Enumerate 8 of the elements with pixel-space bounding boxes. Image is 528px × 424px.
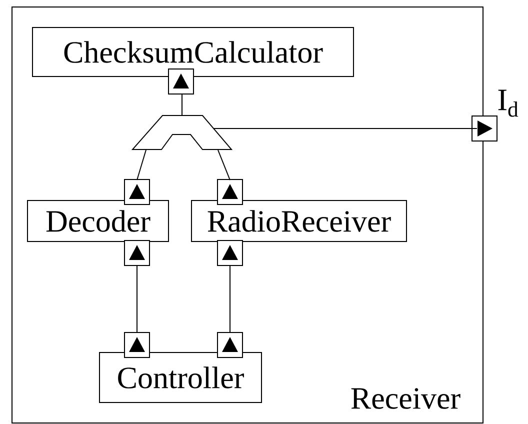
port-connector (124, 240, 150, 334)
port-connector (218, 150, 230, 180)
port-connector (217, 240, 243, 334)
port-connector (214, 120, 492, 136)
port-connector (136, 150, 146, 180)
port-label: I$_{d}$ (498, 90, 518, 117)
port-connector (168, 68, 194, 116)
block-label: Receiver (351, 388, 460, 409)
